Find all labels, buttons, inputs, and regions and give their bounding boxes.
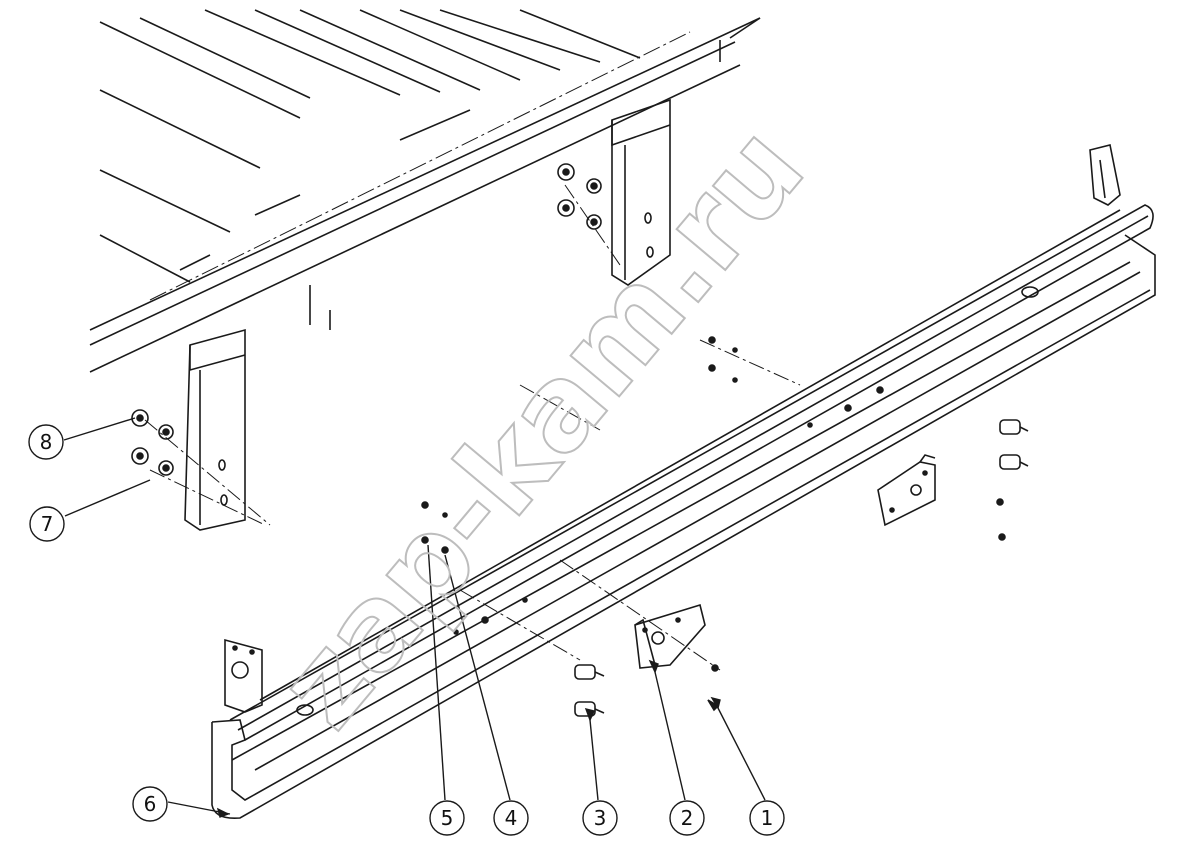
callout-1-label: 1 (761, 806, 774, 830)
watermark-text: zap-kam.ru (253, 102, 830, 753)
platform-frame (89, 9, 801, 671)
callout-7: 7 (29, 506, 65, 542)
callout-2-label: 2 (681, 806, 694, 830)
callout-8-label: 8 (40, 430, 53, 454)
callout-4: 4 (493, 800, 529, 836)
callout-5-label: 5 (441, 806, 454, 830)
bumper-beam (211, 144, 1156, 820)
leader-lines (63, 417, 766, 818)
callout-8: 8 (28, 424, 64, 460)
callout-1: 1 (749, 800, 785, 836)
bolts (574, 419, 1029, 717)
callout-3-label: 3 (594, 806, 607, 830)
mount-bracket (634, 454, 936, 669)
callout-6: 6 (132, 786, 168, 822)
callout-4-label: 4 (505, 806, 518, 830)
callout-3: 3 (582, 800, 618, 836)
callout-6-label: 6 (144, 792, 157, 816)
fasteners-upper (131, 163, 738, 554)
callout-7-label: 7 (41, 512, 54, 536)
callout-5: 5 (429, 800, 465, 836)
callout-2: 2 (669, 800, 705, 836)
callouts: 1 2 3 4 5 6 7 8 (28, 424, 785, 836)
